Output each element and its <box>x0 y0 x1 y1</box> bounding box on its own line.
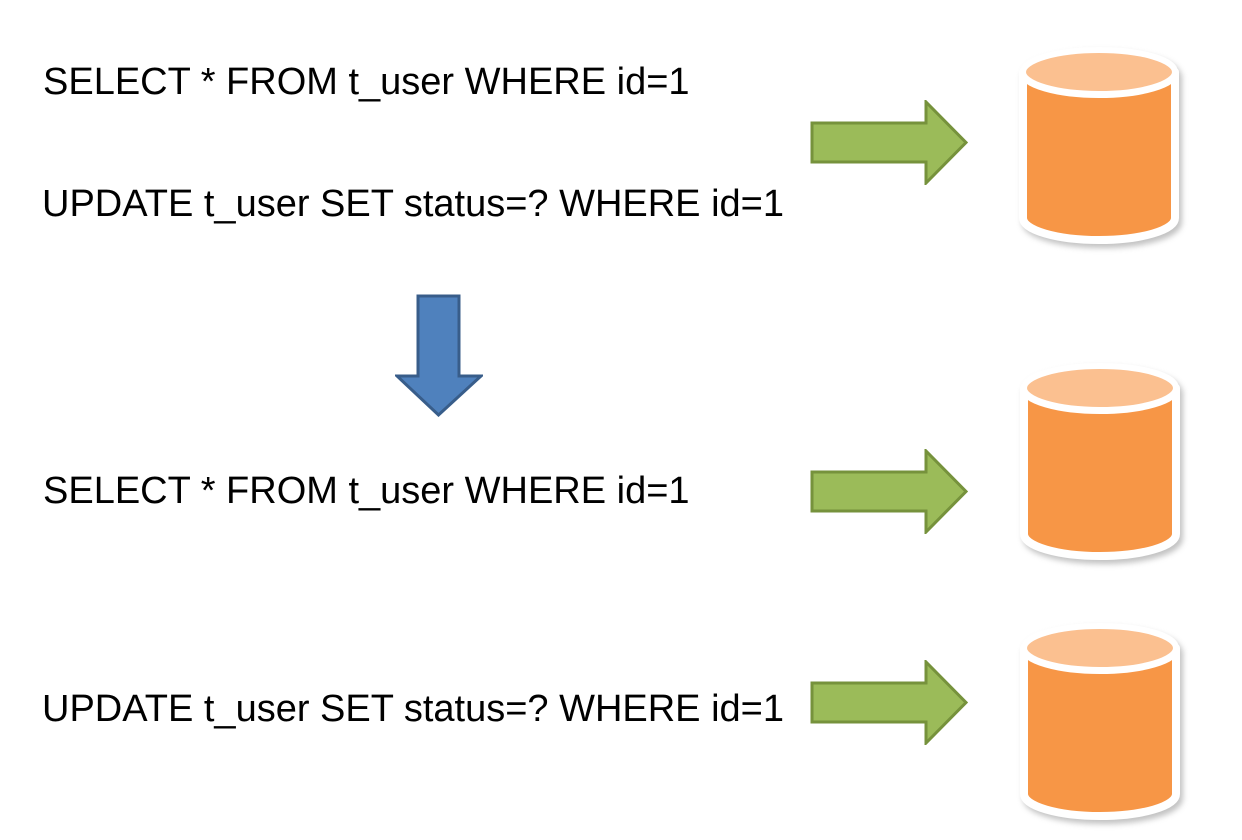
database-icon <box>1020 623 1180 820</box>
sql-update-after: UPDATE t_user SET status=? WHERE id=1 <box>42 688 784 730</box>
right-arrow-shape <box>810 100 968 185</box>
green-right-arrow-icon <box>810 100 968 185</box>
green-right-arrow-icon <box>810 449 968 534</box>
database-icon <box>1019 47 1179 244</box>
sql-select-before: SELECT * FROM t_user WHERE id=1 <box>43 61 690 103</box>
database-body <box>1019 68 1179 244</box>
database-body <box>1020 644 1180 820</box>
database-icon <box>1020 363 1180 560</box>
right-arrow-shape <box>810 449 968 534</box>
database-top <box>1021 363 1179 413</box>
right-arrow-shape <box>810 660 968 745</box>
database-top <box>1021 623 1179 673</box>
blue-down-arrow-icon <box>395 294 483 417</box>
database-top <box>1020 47 1178 97</box>
sql-select-after: SELECT * FROM t_user WHERE id=1 <box>43 470 690 512</box>
green-right-arrow-icon <box>810 660 968 745</box>
database-body <box>1020 384 1180 560</box>
sql-update-before: UPDATE t_user SET status=? WHERE id=1 <box>42 183 784 225</box>
down-arrow-shape <box>395 294 483 417</box>
